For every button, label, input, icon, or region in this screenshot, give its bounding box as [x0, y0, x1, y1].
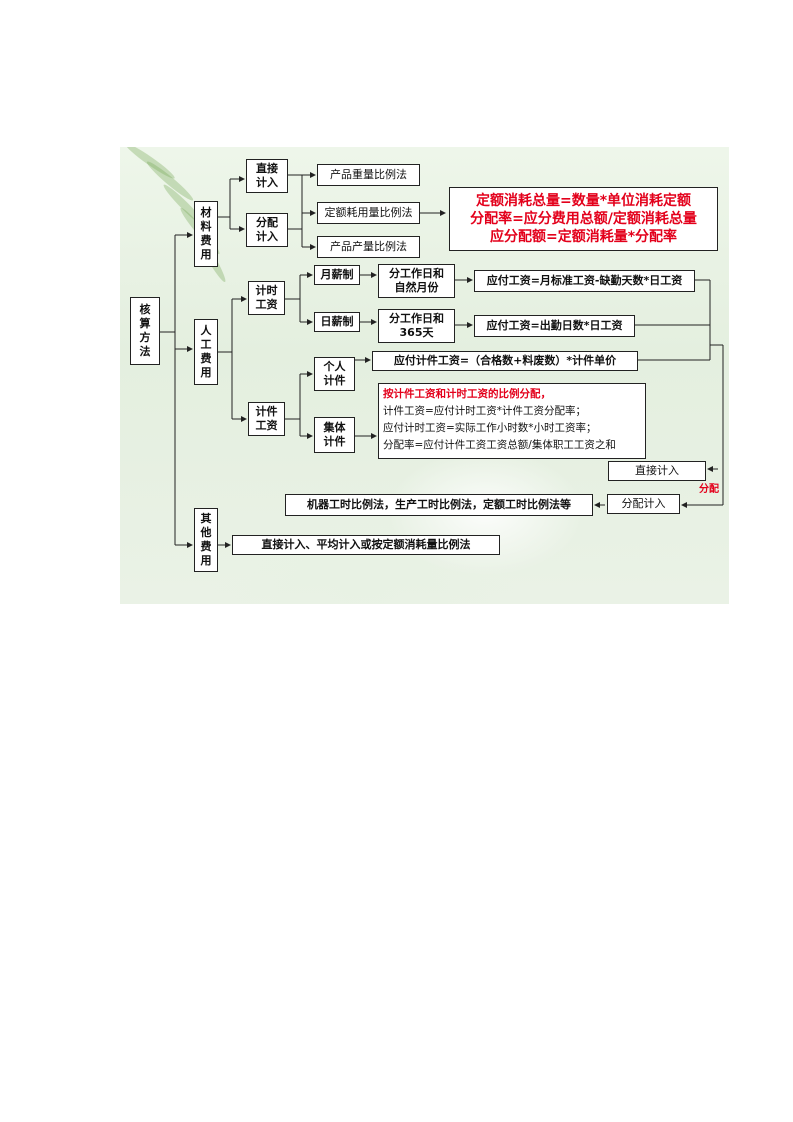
piece-wage-node: 计件 工资 [248, 402, 285, 436]
material-formula-box: 定额消耗总量=数量*单位消耗定额 分配率=应分费用总额/定额消耗总量 应分配额=… [449, 187, 718, 251]
monthly-days-node: 分工作日和 自然月份 [378, 264, 455, 298]
connector-lines [160, 172, 724, 548]
collective-piece-line: 分配率=应付计件工资工资总额/集体职工工资之和 [383, 439, 616, 451]
individual-piece-node: 个人 计件 [314, 357, 355, 391]
labor-direct-node: 直接计入 [608, 461, 706, 481]
collective-piece-formula-box: 按计件工资和计时工资的比例分配， 计件工资=应付计时工资*计件工资分配率； 应付… [378, 383, 646, 459]
collective-piece-line: 计件工资=应付计时工资*计件工资分配率； [383, 405, 587, 417]
daily-wage-formula: 应付工资=出勤日数*日工资 [474, 315, 635, 337]
material-method-output: 产品产量比例法 [317, 236, 420, 258]
material-formula-line: 定额消耗总量=数量*单位消耗定额 [475, 193, 692, 209]
material-allocate-node: 分配 计入 [246, 213, 288, 247]
daily-salary-node: 日薪制 [314, 312, 360, 332]
collective-piece-line: 应付计时工资=实际工作小时数*小时工资率； [383, 422, 597, 434]
monthly-wage-formula: 应付工资=月标准工资-缺勤天数*日工资 [474, 270, 695, 292]
material-formula-line: 分配率=应分费用总额/定额消耗总量 [470, 211, 697, 227]
daily-days-node: 分工作日和 365天 [378, 309, 455, 343]
material-formula-line: 应分配额=定额消耗量*分配率 [489, 229, 678, 245]
labor-cost-node: 人 工 费 用 [194, 319, 218, 385]
cost-accounting-diagram: 核 算 方 法 材 料 费 用 直接 计入 分配 计入 产品重量比例法 定额耗用… [120, 147, 729, 604]
root-node: 核 算 方 法 [130, 297, 160, 365]
material-method-quota: 定额耗用量比例法 [317, 202, 420, 224]
other-cost-node: 其 他 费 用 [194, 508, 218, 572]
material-direct-node: 直接 计入 [246, 159, 288, 193]
collective-piece-title: 按计件工资和计时工资的比例分配， [383, 388, 551, 400]
time-wage-node: 计时 工资 [248, 281, 285, 315]
collective-piece-node: 集体 计件 [314, 417, 355, 453]
individual-piece-formula: 应付计件工资=（合格数+料废数）*计件单价 [372, 351, 638, 371]
material-method-weight: 产品重量比例法 [317, 164, 420, 186]
other-cost-methods: 直接计入、平均计入或按定额消耗量比例法 [232, 535, 500, 555]
monthly-salary-node: 月薪制 [314, 265, 360, 285]
labor-allocate-tag: 分配 [699, 484, 719, 495]
labor-allocate-node: 分配计入 [607, 494, 680, 514]
material-cost-node: 材 料 费 用 [194, 201, 218, 267]
labor-allocate-methods: 机器工时比例法，生产工时比例法，定额工时比例法等 [285, 494, 593, 516]
